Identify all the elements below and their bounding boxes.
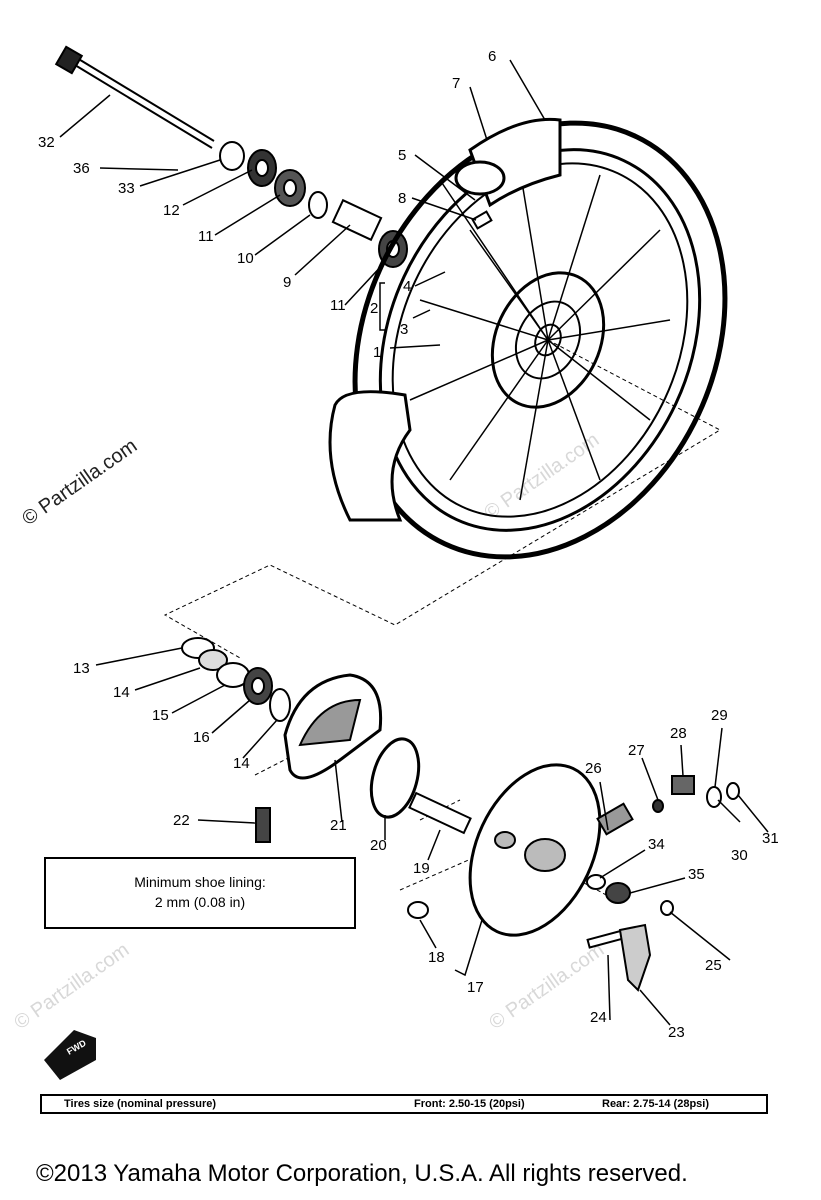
callout-10: 10 <box>237 250 254 267</box>
callout-30: 30 <box>731 847 748 864</box>
callout-11b: 11 <box>330 297 346 314</box>
note-line-2: 2 mm (0.08 in) <box>154 894 246 910</box>
callout-14b: 14 <box>233 755 250 772</box>
callout-19: 19 <box>413 860 430 877</box>
tire-size-rear: Rear: 2.75-14 (28psi) <box>602 1098 709 1110</box>
callout-35: 35 <box>688 866 705 883</box>
callout-25: 25 <box>705 957 722 974</box>
callout-labels: 6 7 5 8 4 2 3 1 32 36 33 12 11 10 9 11 1… <box>38 48 779 1041</box>
callout-4: 4 <box>403 278 411 295</box>
callout-24: 24 <box>590 1009 607 1026</box>
callout-27: 27 <box>628 742 645 759</box>
watermark-faint: © Partzilla.com <box>10 939 133 1034</box>
callout-1: 1 <box>373 344 381 361</box>
hub-parts <box>219 141 408 268</box>
callout-2: 2 <box>370 300 378 317</box>
callout-16: 16 <box>193 729 210 746</box>
callout-29: 29 <box>711 707 728 724</box>
tire-size-front: Front: 2.50-15 (20psi) <box>414 1098 525 1110</box>
callout-15: 15 <box>152 707 169 724</box>
callout-8: 8 <box>398 190 406 207</box>
callout-20: 20 <box>370 837 387 854</box>
callout-14a: 14 <box>113 684 130 701</box>
tire-size-label: Tires size (nominal pressure) <box>64 1098 217 1110</box>
copyright-notice: ©2013 Yamaha Motor Corporation, U.S.A. A… <box>36 1160 688 1187</box>
callout-26: 26 <box>585 760 602 777</box>
callout-28: 28 <box>670 725 687 742</box>
callout-23: 23 <box>668 1024 685 1041</box>
minimum-shoe-lining-note: Minimum shoe lining: 2 mm (0.08 in) <box>44 857 356 929</box>
callout-13: 13 <box>73 660 90 677</box>
callout-12: 12 <box>163 202 180 219</box>
callout-34: 34 <box>648 836 665 853</box>
watermark-side: © Partzilla.com <box>18 435 141 530</box>
watermark-faint: © Partzilla.com <box>480 429 603 524</box>
callout-17: 17 <box>467 979 484 996</box>
callout-3: 3 <box>400 321 408 338</box>
leader-lines <box>59 59 769 1026</box>
tire-size-bar: Tires size (nominal pressure) Front: 2.5… <box>40 1094 768 1114</box>
note-line-1: Minimum shoe lining: <box>134 874 266 890</box>
callout-11a: 11 <box>198 228 214 245</box>
callout-18: 18 <box>428 949 445 966</box>
forward-arrow-icon: FWD <box>44 1030 96 1080</box>
axle <box>54 45 215 149</box>
callout-31: 31 <box>762 830 779 847</box>
callout-32: 32 <box>38 134 55 151</box>
callout-9: 9 <box>283 274 291 291</box>
callout-21: 21 <box>330 817 347 834</box>
wheel-assembly <box>328 117 728 560</box>
callout-36: 36 <box>73 160 90 177</box>
callout-22: 22 <box>173 812 190 829</box>
callout-7: 7 <box>452 75 460 92</box>
brake-parts <box>181 637 740 992</box>
callout-33: 33 <box>118 180 135 197</box>
callout-5: 5 <box>398 147 406 164</box>
callout-6: 6 <box>488 48 496 65</box>
